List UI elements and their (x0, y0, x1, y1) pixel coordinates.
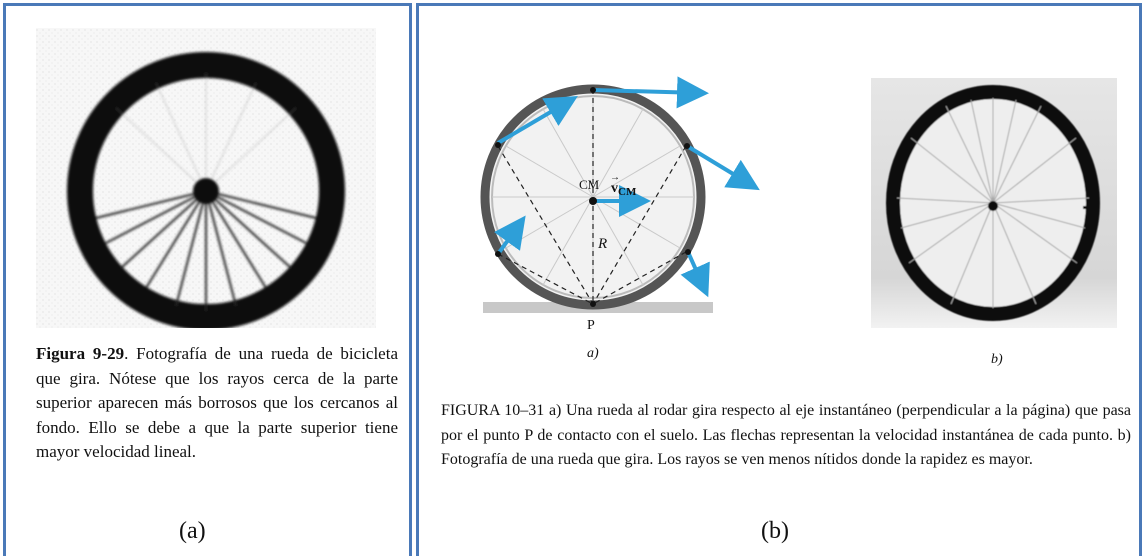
figure-9-29-caption: Figura 9-29. Fotografía de una rueda de … (36, 342, 398, 465)
radius-label: R (597, 236, 607, 252)
caption-text: . Fotografía de una rueda de bicicleta q… (36, 344, 398, 462)
contact-point-label: P (587, 318, 595, 333)
velocity-arrow-top (592, 76, 709, 109)
panel-b-label: (b) (761, 518, 789, 544)
panel-b: CM vCM → R P a) (416, 3, 1142, 556)
rolling-wheel-diagram: CM vCM → R P (480, 76, 760, 333)
figure-10-31-caption: FIGURA 10–31 a) Una rueda al rodar gira … (441, 402, 1131, 469)
photo-sublabel: b) (991, 352, 1003, 367)
panel-a-label: (a) (179, 518, 206, 544)
caption-bold-label: Figura 9-29 (36, 344, 125, 363)
velocity-arrow-lower-left (494, 215, 526, 256)
velocity-arrow-lower-right (680, 251, 710, 298)
svg-text:→: → (610, 172, 620, 183)
velocity-arrow-upper-left (496, 95, 578, 145)
blurred-wheel-photo (36, 28, 376, 328)
cm-label: CM (579, 177, 600, 192)
velocity-vector-symbol: vCM (611, 181, 637, 198)
panel-a: Figura 9-29. Fotografía de una rueda de … (3, 3, 412, 556)
diagram-sublabel: a) (587, 346, 599, 361)
spinning-wheel-photo (871, 78, 1117, 328)
velocity-arrow-upper-right (685, 144, 760, 191)
